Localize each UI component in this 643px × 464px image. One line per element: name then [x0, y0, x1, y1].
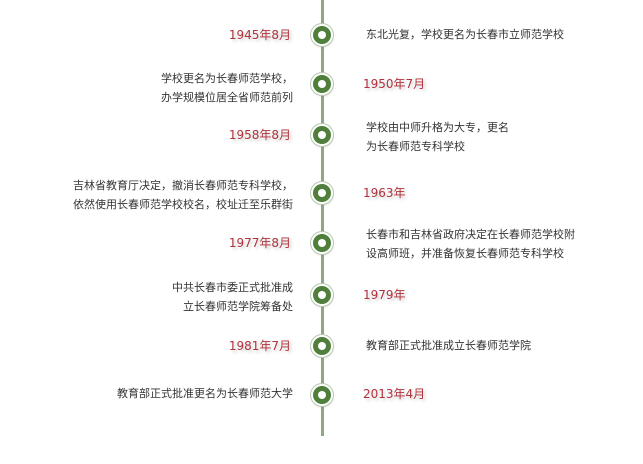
event-description-line: 长春市和吉林省政府决定在长春师范学校附: [366, 228, 575, 241]
timeline-axis: [321, 0, 324, 436]
event-date-1979: 1979年: [363, 288, 406, 302]
event-description-line: 学校更名为长春师范学校，: [161, 72, 293, 85]
timeline-node-icon: [313, 126, 331, 144]
event-date-1977: 1977年8月: [228, 236, 291, 250]
event-description-line: 东北光复，学校更名为长春市立师范学校: [366, 28, 564, 41]
timeline-node-icon: [313, 234, 331, 252]
event-description-line: 依然使用长春师范学校校名，校址迁至乐群街: [73, 198, 293, 211]
event-date-1981: 1981年7月: [228, 339, 291, 353]
event-date-1950: 1950年7月: [363, 77, 426, 91]
event-description-1963: 吉林省教育厅决定，撤消长春师范专科学校， 依然使用长春师范学校校名，校址迁至乐群…: [3, 176, 293, 214]
event-description-1945: 东北光复，学校更名为长春市立师范学校: [366, 25, 626, 44]
event-description-1950: 学校更名为长春师范学校， 办学规模位居全省师范前列: [3, 69, 293, 107]
event-description-1979: 中共长春市委正式批准成 立长春师范学院筹备处: [3, 278, 293, 316]
event-description-line: 办学规模位居全省师范前列: [161, 91, 293, 104]
event-date-1958: 1958年8月: [228, 128, 291, 142]
event-date-2013: 2013年4月: [363, 387, 426, 401]
event-description-1977: 长春市和吉林省政府决定在长春师范学校附 设高师班，并准备恢复长春师范专科学校: [366, 225, 626, 263]
event-date-1963: 1963年: [363, 186, 406, 200]
event-description-line: 为长春师范专科学校: [366, 140, 465, 153]
event-description-2013: 教育部正式批准更名为长春师范大学: [3, 384, 293, 403]
timeline-node-icon: [313, 184, 331, 202]
timeline-node-icon: [313, 75, 331, 93]
event-description-line: 吉林省教育厅决定，撤消长春师范专科学校，: [73, 179, 293, 192]
event-description-line: 中共长春市委正式批准成: [172, 281, 293, 294]
event-description-line: 设高师班，并准备恢复长春师范专科学校: [366, 247, 564, 260]
timeline-node-icon: [313, 286, 331, 304]
event-description-line: 教育部正式批准成立长春师范学院: [366, 339, 531, 352]
timeline-node-icon: [313, 386, 331, 404]
timeline-node-icon: [313, 26, 331, 44]
event-description-1958: 学校由中师升格为大专，更名 为长春师范专科学校: [366, 118, 626, 156]
event-description-1981: 教育部正式批准成立长春师范学院: [366, 336, 626, 355]
timeline-node-icon: [313, 337, 331, 355]
event-description-line: 立长春师范学院筹备处: [183, 300, 293, 313]
event-date-1945: 1945年8月: [228, 28, 291, 42]
event-description-line: 学校由中师升格为大专，更名: [366, 121, 509, 134]
event-description-line: 教育部正式批准更名为长春师范大学: [117, 387, 293, 400]
